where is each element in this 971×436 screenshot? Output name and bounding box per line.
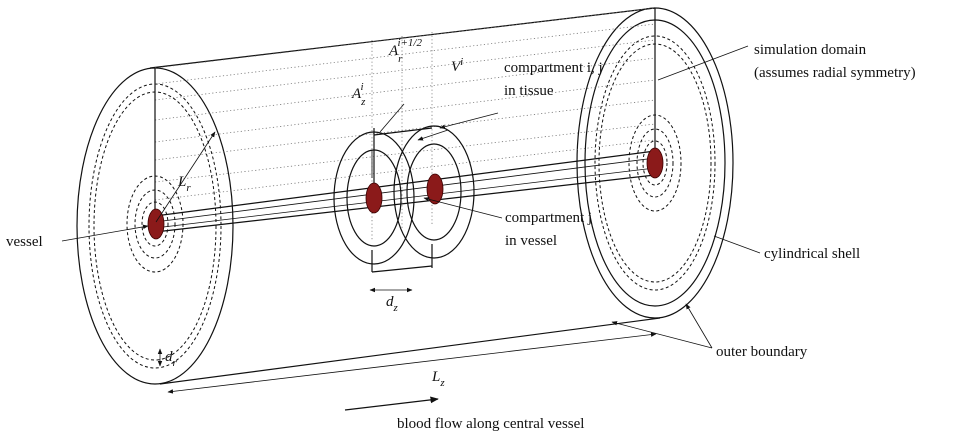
tissue-pointer — [439, 112, 499, 129]
right-cap-dashed-ring-1 — [642, 140, 668, 186]
label-V: Vi — [451, 56, 463, 75]
label-outer-boundary: outer boundary — [716, 344, 808, 360]
label-cylindrical-shell: cylindrical shell — [764, 246, 860, 262]
sim-domain-pointer — [657, 45, 749, 81]
blood-flow-arrow — [344, 396, 439, 411]
comp-vessel-pointer — [423, 197, 503, 219]
outer-boundary-pointer-2 — [685, 303, 713, 349]
shell-pointer — [713, 235, 761, 254]
label-in-tissue: in tissue — [504, 83, 554, 99]
label-compartment-vessel: compartment j — [505, 210, 592, 226]
compartment-disc-right — [393, 125, 475, 259]
vessel-pointer — [61, 224, 149, 242]
label-blood-flow: blood flow along central vessel — [397, 416, 584, 432]
right-cap-dashed-ring-outer — [594, 35, 716, 291]
right-cap-dashed-ring-2 — [636, 128, 674, 198]
label-radial-symmetry: (assumes radial symmetry) — [754, 65, 916, 81]
label-in-vessel: in vessel — [505, 233, 557, 249]
label-vessel: vessel — [6, 234, 43, 250]
V-pointer — [417, 129, 449, 141]
vessel-section-mid1 — [365, 182, 383, 214]
label-dr: dr — [165, 349, 178, 369]
Lz-arrow — [167, 332, 657, 394]
label-Lz: Lz — [431, 369, 445, 389]
central-vessel — [154, 150, 656, 233]
label-Ar: Ari+1/2 — [388, 37, 422, 65]
compartment-disc-right-inner — [406, 143, 462, 241]
label-compartment-tissue: compartment i, j — [504, 60, 603, 76]
vessel-section-mid2 — [426, 173, 444, 205]
label-simulation-domain: simulation domain — [754, 42, 867, 58]
label-Lr: Lr — [177, 174, 191, 194]
vessel-section-right — [646, 147, 664, 179]
tissue-compartment — [333, 125, 475, 273]
Lr-arrow — [155, 131, 216, 223]
Ar-pointer — [379, 103, 405, 133]
cylinder-bottom-edge — [159, 317, 661, 385]
label-Az: Azi — [351, 81, 366, 108]
outer-boundary-pointer-1 — [611, 321, 713, 349]
label-dz: dz — [386, 294, 399, 314]
